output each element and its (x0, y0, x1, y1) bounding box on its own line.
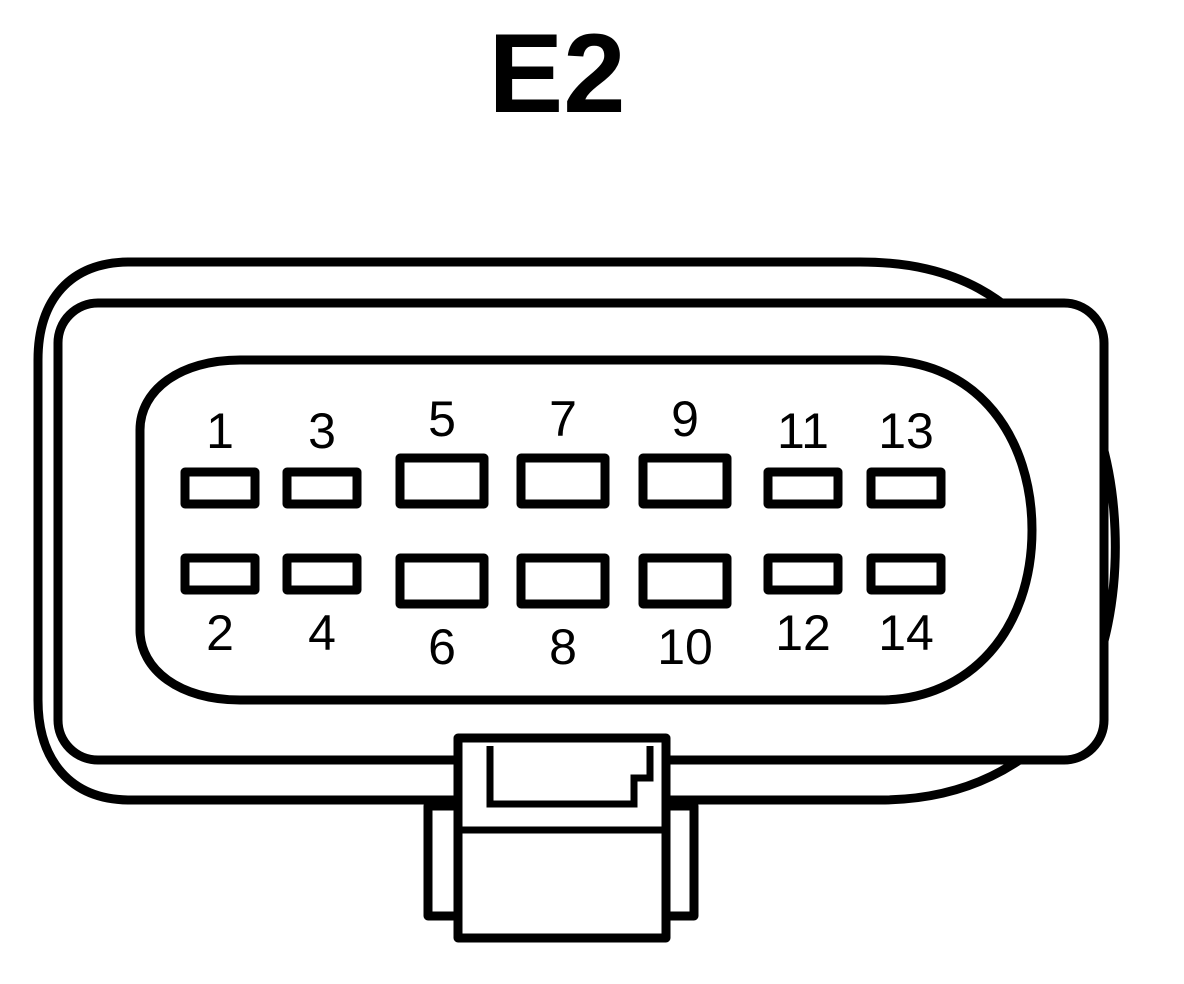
pin-2-terminal (180, 553, 260, 595)
pin-3-label: 3 (308, 403, 336, 459)
pin-10-terminal (638, 553, 732, 609)
pin-10-label: 10 (657, 619, 713, 675)
pin-8-terminal (516, 553, 610, 609)
pin-cavity (135, 355, 1037, 705)
pin-3-terminal (282, 467, 362, 509)
pin-4-terminal (282, 553, 362, 595)
pin-13-label: 13 (878, 403, 934, 459)
pin-13-terminal (866, 467, 946, 509)
pin-9-label: 9 (671, 391, 699, 447)
pin-4-label: 4 (308, 605, 336, 661)
pin-12-label: 12 (775, 605, 831, 661)
pin-1-terminal (180, 467, 260, 509)
pin-7-terminal (516, 453, 610, 509)
pin-2-label: 2 (206, 605, 234, 661)
locking-latch (423, 733, 699, 943)
pin-1-label: 1 (206, 403, 234, 459)
pin-12-terminal (763, 553, 843, 595)
pin-5-label: 5 (428, 391, 456, 447)
pin-11-terminal (763, 467, 843, 509)
pin-14-label: 14 (878, 605, 934, 661)
pin-8-label: 8 (549, 619, 577, 675)
pin-5-terminal (395, 453, 489, 509)
pin-7-label: 7 (549, 391, 577, 447)
pin-6-terminal (395, 553, 489, 609)
pin-14-terminal (866, 553, 946, 595)
pin-11-label: 11 (777, 403, 829, 459)
pin-9-terminal (638, 453, 732, 509)
connector-title: E2 (489, 11, 626, 136)
pin-6-label: 6 (428, 619, 456, 675)
